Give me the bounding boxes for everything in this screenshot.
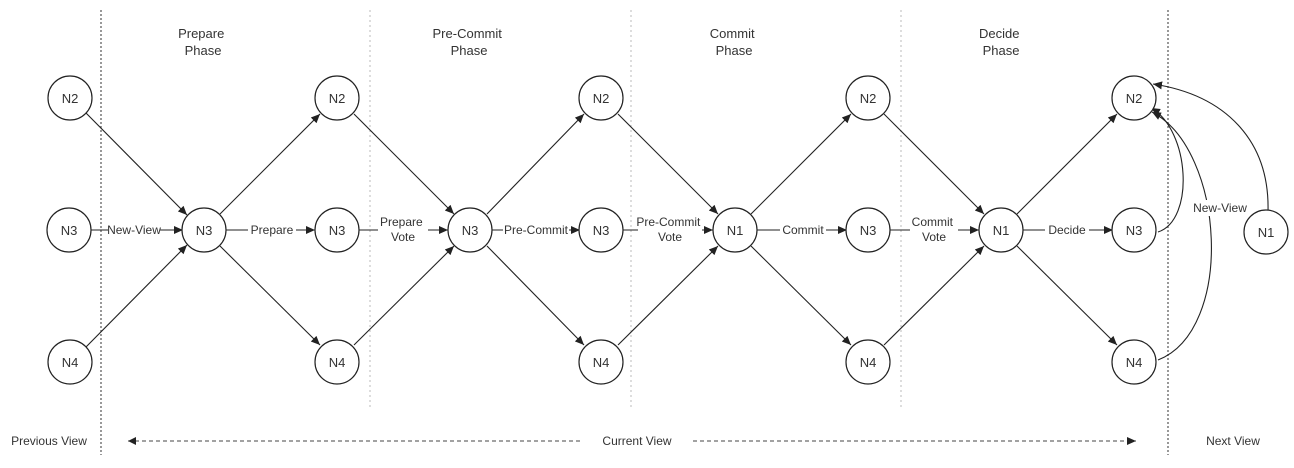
edge-next-n3-to-n2: [1150, 107, 1184, 233]
svg-text:N4: N4: [62, 355, 79, 370]
node-n4-prev: N4: [47, 339, 93, 385]
svg-text:N2: N2: [860, 91, 877, 106]
node-n2-col9: N2: [1111, 75, 1157, 121]
node-n4-col5: N4: [578, 339, 624, 385]
node-n3-prev: N3: [46, 207, 92, 253]
node-n3-col3: N3: [314, 207, 360, 253]
svg-text:N2: N2: [329, 91, 346, 106]
edge-label-prepare: Prepare: [251, 223, 294, 237]
node-n4-col3: N4: [314, 339, 360, 385]
svg-text:N4: N4: [329, 355, 346, 370]
edge-n2-to-leader-n1-b: [883, 113, 985, 215]
phase-separators: [369, 10, 902, 410]
svg-text:N3: N3: [196, 223, 213, 238]
previous-view-label: Previous View: [11, 434, 87, 448]
edge-leader-n1-to-n4: [750, 245, 852, 346]
node-n4-col9: N4: [1111, 339, 1157, 385]
edge-n4-to-leader-n1-b: [883, 245, 985, 346]
edge-n4-to-leader-n3: [85, 244, 188, 348]
edge-leader-n3-to-n4: [219, 245, 321, 346]
node-n4-col7: N4: [845, 339, 891, 385]
svg-text:N4: N4: [593, 355, 610, 370]
node-leader-n3-pre-commit: N3: [447, 207, 493, 253]
edge-label-pre-commit: Pre-Commit: [504, 223, 569, 237]
edge-leader-n3-b-to-n2: [486, 113, 585, 215]
svg-text:N3: N3: [860, 223, 877, 238]
node-n2-col3: N2: [314, 75, 360, 121]
svg-text:N2: N2: [62, 91, 79, 106]
node-n2-col7: N2: [845, 75, 891, 121]
edge-label-commit: Commit: [782, 223, 824, 237]
edge-labels: New-View Prepare Prepare Vote Pre-Commit…: [107, 200, 1248, 244]
edge-leader-n1-to-n2: [750, 113, 852, 215]
current-view-label: Current View: [602, 434, 671, 448]
svg-text:N3: N3: [593, 223, 610, 238]
edge-leader-n1-b-to-n4: [1016, 245, 1118, 346]
edge-next-n4-to-n2: [1151, 111, 1212, 361]
node-n2-col5: N2: [578, 75, 624, 121]
phase-label-pre-commit: Pre-Commit Phase: [433, 26, 506, 58]
edge-label-decide: Decide: [1048, 223, 1086, 237]
edge-label-new-view-next: New-View: [1193, 201, 1247, 215]
svg-text:N2: N2: [593, 91, 610, 106]
edge-next-n1-to-n2: [1152, 81, 1269, 213]
svg-text:N2: N2: [1126, 91, 1143, 106]
edge-n4-to-leader-n3-b: [353, 245, 455, 346]
edge-label-pre-commit-vote: Pre-Commit Vote: [636, 215, 703, 244]
edge-n2-to-leader-n1: [617, 113, 719, 215]
node-n3-col9: N3: [1111, 207, 1157, 253]
node-n3-col5: N3: [578, 207, 624, 253]
svg-text:N3: N3: [462, 223, 479, 238]
svg-text:N1: N1: [993, 223, 1010, 238]
svg-text:N4: N4: [1126, 355, 1143, 370]
edge-label-commit-vote: Commit Vote: [912, 215, 957, 244]
phase-label-commit: Commit Phase: [710, 26, 758, 58]
next-view-label: Next View: [1206, 434, 1260, 448]
nodes: N2 N3 N4 N3 N2 N3 N4: [46, 75, 1289, 385]
edge-leader-n3-b-to-n4: [486, 245, 585, 346]
edge-n4-to-leader-n1: [617, 245, 719, 346]
svg-text:N1: N1: [1258, 225, 1275, 240]
svg-text:N3: N3: [329, 223, 346, 238]
node-leader-n1-commit: N1: [712, 207, 758, 253]
phase-label-prepare: Prepare Phase: [178, 26, 228, 58]
node-leader-n1-decide: N1: [978, 207, 1024, 253]
svg-text:N1: N1: [727, 223, 744, 238]
svg-text:N3: N3: [61, 223, 78, 238]
svg-text:N4: N4: [860, 355, 877, 370]
edge-label-new-view: New-View: [107, 223, 161, 237]
edge-leader-n3-to-n2: [219, 113, 321, 215]
edge-leader-n1-b-to-n2: [1016, 113, 1118, 215]
node-leader-n3-prepare: N3: [181, 207, 227, 253]
node-n3-col7: N3: [845, 207, 891, 253]
node-n1-next: N1: [1243, 209, 1289, 255]
edge-label-prepare-vote: Prepare Vote: [380, 215, 426, 244]
edge-n2-to-leader-n3-b: [353, 113, 455, 215]
edge-n2-to-leader-n3: [85, 112, 188, 216]
svg-text:N3: N3: [1126, 223, 1143, 238]
node-n2-prev: N2: [47, 75, 93, 121]
phase-label-decide: Decide Phase: [979, 26, 1023, 58]
